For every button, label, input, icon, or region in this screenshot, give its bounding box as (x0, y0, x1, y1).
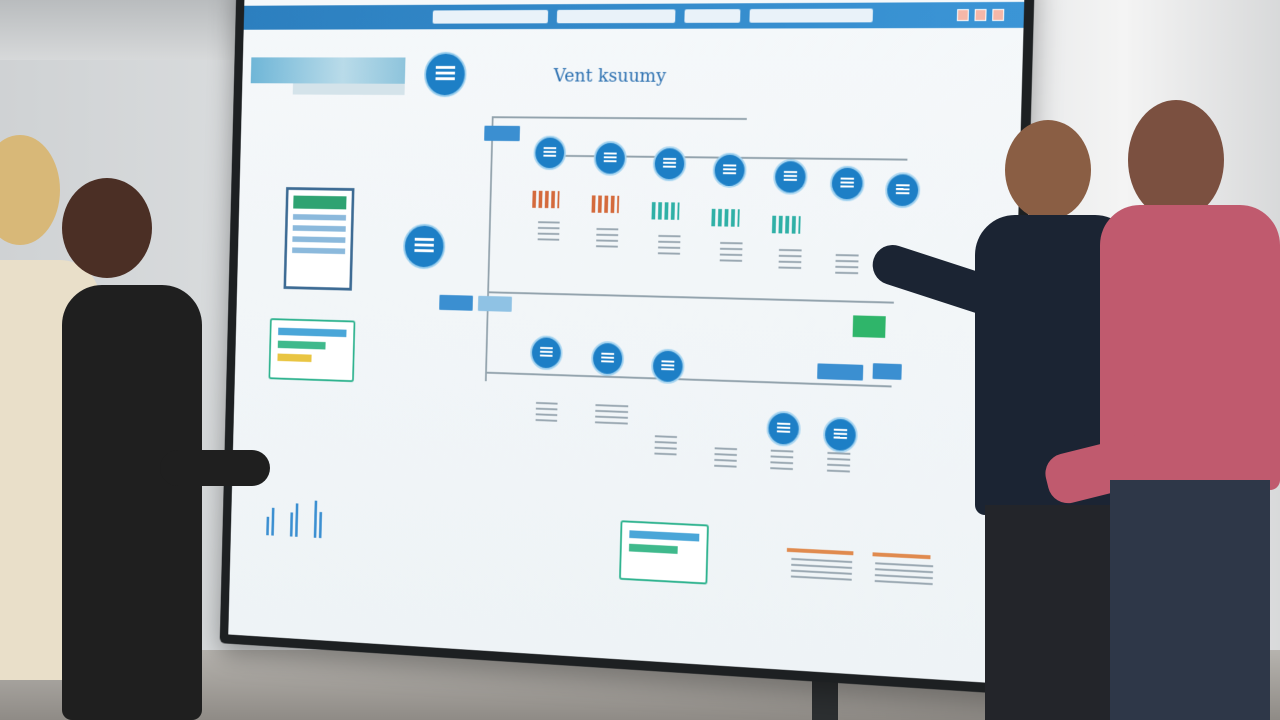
node-caption (594, 404, 629, 429)
workflow-node[interactable] (829, 165, 865, 202)
workflow-node[interactable] (590, 340, 625, 377)
workflow-node[interactable] (822, 416, 859, 454)
chart-bar (295, 503, 299, 537)
toolbar-controls (956, 8, 1005, 22)
node-caption (835, 254, 859, 279)
step-tag (484, 125, 521, 142)
chart-bar (266, 516, 270, 536)
status-card[interactable] (268, 318, 356, 383)
workflow-node[interactable] (766, 410, 802, 447)
toolbar-field (684, 9, 741, 23)
chart-bar (313, 500, 318, 538)
workflow-node[interactable] (423, 51, 467, 98)
status-indicator (852, 315, 886, 338)
mini-chart (591, 195, 620, 214)
banner-caption (292, 83, 405, 96)
chart-bar (289, 512, 294, 537)
flow-line (484, 116, 494, 382)
toolbar-field (432, 9, 549, 24)
node-caption (826, 451, 851, 477)
document-thumbnail[interactable] (283, 187, 355, 291)
node-caption (657, 234, 681, 259)
workflow-node[interactable] (712, 152, 747, 189)
step-tag (477, 295, 513, 312)
banner-image (250, 57, 406, 84)
screen-title: Vent ksuumy (553, 65, 667, 87)
toolbar-field (556, 9, 676, 24)
chart-bar (318, 511, 323, 539)
mini-chart (711, 208, 740, 227)
step-tag (817, 363, 864, 381)
table-snippet (874, 562, 934, 590)
toolbar-field (749, 8, 873, 23)
workflow-node[interactable] (533, 135, 567, 171)
workflow-node[interactable] (593, 140, 628, 176)
mini-chart (532, 190, 560, 209)
node-caption (535, 401, 558, 426)
workflow-node[interactable] (529, 335, 563, 371)
workflow-node[interactable] (652, 146, 687, 182)
chart-bar (271, 507, 275, 536)
interactive-display: Vent ksuumy (219, 0, 1036, 695)
progress-bar (872, 552, 931, 560)
node-caption (778, 248, 802, 273)
workflow-node[interactable] (772, 159, 808, 195)
mini-chart (771, 215, 801, 234)
workflow-node[interactable] (402, 223, 446, 270)
step-tag (872, 363, 902, 380)
display-screen[interactable]: Vent ksuumy (228, 0, 1025, 684)
progress-bar (786, 547, 854, 556)
node-caption (537, 221, 560, 245)
mini-chart (651, 202, 680, 220)
node-caption (654, 435, 678, 460)
flow-line (491, 116, 747, 120)
node-caption (719, 241, 743, 266)
flow-line (487, 291, 894, 304)
workflow-node[interactable] (884, 172, 921, 209)
table-snippet (790, 557, 853, 585)
step-tag (439, 294, 473, 311)
node-caption (770, 449, 794, 474)
node-caption (595, 228, 619, 252)
screen-toolbar (243, 1, 1025, 30)
node-caption (714, 447, 738, 472)
summary-card[interactable] (619, 520, 709, 585)
